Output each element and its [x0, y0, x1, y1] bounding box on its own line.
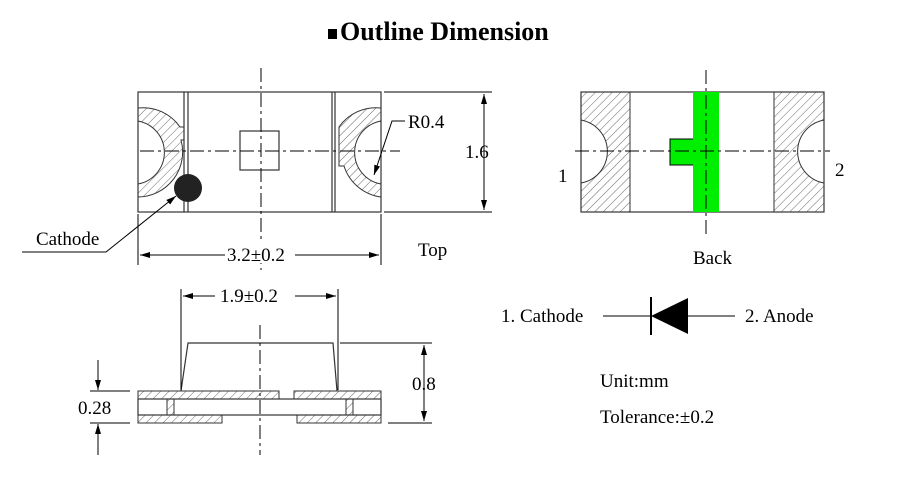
page-title: Outline Dimension	[340, 17, 549, 46]
pin1-label: 1	[558, 166, 568, 187]
title-bullet	[328, 29, 337, 39]
cathode-label: Cathode	[36, 229, 99, 250]
tolerance-note: Tolerance:±0.2	[600, 407, 714, 428]
diode-symbol	[603, 297, 735, 335]
side-view	[90, 286, 432, 455]
lens-width-label: 1.9±0.2	[220, 286, 278, 307]
total-height-label: 0.8	[412, 374, 436, 395]
anode-pin-label: 2. Anode	[745, 306, 814, 327]
pcb-height-label: 0.28	[78, 398, 111, 419]
back-view	[575, 70, 830, 235]
pin2-label: 2	[835, 160, 845, 181]
back-view-label: Back	[693, 248, 733, 269]
cathode-pin-label: 1. Cathode	[501, 306, 583, 327]
height-label: 1.6	[465, 142, 489, 163]
width-label: 3.2±0.2	[227, 245, 285, 266]
top-view	[22, 68, 492, 270]
cathode-mark	[174, 174, 202, 202]
top-view-label: Top	[418, 240, 447, 261]
unit-note: Unit:mm	[600, 371, 669, 392]
radius-label: R0.4	[408, 112, 445, 133]
